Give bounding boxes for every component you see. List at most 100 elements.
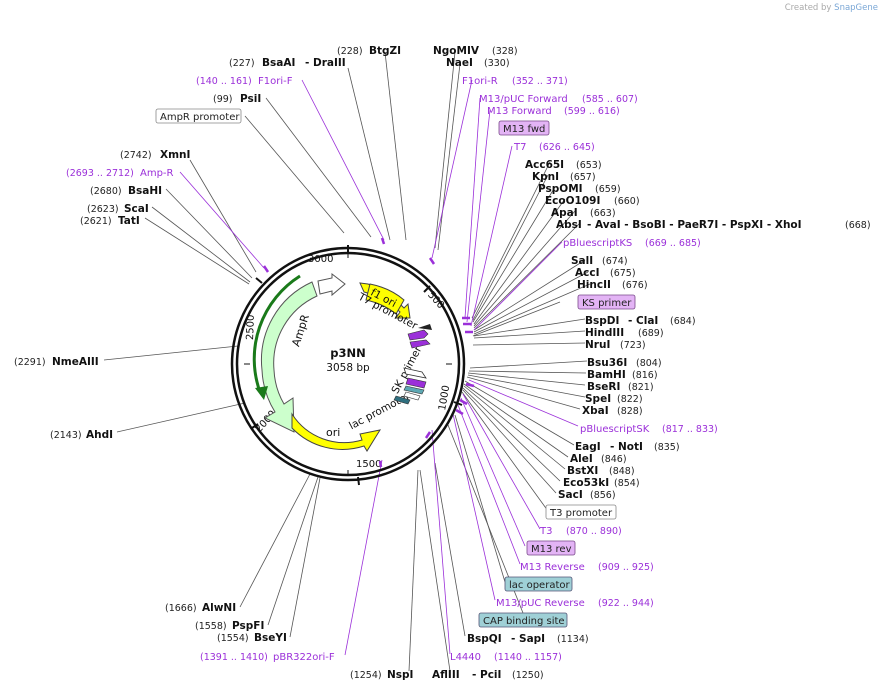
- primer-pbr322ori-f-range: (1391 .. 1410): [200, 652, 268, 663]
- t3-promoter-box: T3 promoter: [545, 504, 617, 520]
- site-pspfi-num: (1558): [195, 621, 227, 632]
- primer-t3: T3: [539, 526, 552, 537]
- primer-f1ori-f: F1ori-F: [258, 76, 293, 87]
- site-acci: AccI: [575, 267, 599, 279]
- ks-primer-box: KS primer: [577, 294, 636, 310]
- site-bseri: BseRI: [587, 381, 620, 393]
- primer-amp-r-range: (2693 .. 2712): [66, 168, 134, 179]
- site-bspdi: BspDI: [585, 315, 619, 327]
- ori-label: ori: [326, 426, 340, 439]
- primer-amp-r: Amp-R: [140, 168, 174, 179]
- m13-fwd-box: M13 fwd: [498, 120, 550, 136]
- primer-pbluescriptks-range: (669 .. 685): [645, 238, 701, 249]
- site-acci-num: (675): [610, 268, 636, 279]
- site-xbai-num: (828): [617, 406, 643, 417]
- site-bamhi: BamHI: [587, 369, 626, 381]
- lac-promoter-label: lac promoter: [347, 390, 413, 432]
- site-ecoo109i: EcoO109I: [545, 195, 600, 207]
- site-xmni: XmnI: [160, 149, 190, 161]
- site-bseyi-num: (1554): [217, 633, 249, 644]
- site-psii-num: (99): [213, 94, 233, 105]
- ring-minor-ticks: [244, 253, 452, 475]
- site-spei-num: (822): [617, 394, 643, 405]
- primer-f1ori-f-range: (140 .. 161): [196, 76, 252, 87]
- site-eco53ki-num: (854): [614, 478, 640, 489]
- ampr-dark-arrowhead: [255, 386, 268, 400]
- site-sapi: - SapI: [511, 633, 545, 645]
- site-leader-lines: [103, 51, 591, 672]
- tick-label-1000: 1000: [437, 384, 452, 411]
- site-bsu36i: Bsu36I: [587, 357, 627, 369]
- site-ngomiv-num: (328): [492, 46, 518, 57]
- ampr-dark-band: [252, 274, 301, 393]
- ampr-promoter-label: AmpR promoter: [160, 112, 240, 123]
- mcs-feature-arrows: [393, 324, 432, 405]
- m13-rev-label: M13 rev: [531, 544, 572, 555]
- primer-m13-reverse: M13 Reverse: [520, 562, 585, 573]
- ori-arrow: [291, 412, 382, 452]
- site-pcii: - PciI: [472, 669, 501, 681]
- site-bstxi: BstXI: [567, 465, 598, 477]
- site-ecoo109i-num: (660): [614, 196, 640, 207]
- site-hincii-num: (676): [622, 280, 648, 291]
- primer-t7-range: (626 .. 645): [539, 142, 595, 153]
- site-nmeaiii-num: (2291): [14, 357, 46, 368]
- plasmid-name: p3NN: [330, 346, 365, 360]
- site-spei: SpeI: [585, 393, 611, 405]
- site-ngomiv: NgoMIV: [433, 45, 480, 57]
- site-nrui: NruI: [585, 339, 610, 351]
- f1-ori-body: [365, 283, 405, 315]
- primer-l4440: L4440: [450, 652, 481, 663]
- m13-rev-box: M13 rev: [526, 540, 576, 556]
- credit-brand: SnapGene: [834, 3, 878, 13]
- primer-pbluescriptsk: pBluescriptSK: [580, 424, 650, 435]
- site-nmeaiii: NmeAIII: [52, 356, 99, 368]
- site-bamhi-num: (816): [632, 370, 658, 381]
- site-apai-num: (663): [590, 208, 616, 219]
- primer-m13-reverse-range: (909 .. 925): [598, 562, 654, 573]
- site-bsu36i-num: (804): [636, 358, 662, 369]
- site-acc65i-num: (653): [576, 160, 602, 171]
- site-absi: AbsI: [556, 219, 582, 231]
- site-alei: AleI: [570, 453, 593, 465]
- tick-label-2500: 2500: [245, 314, 257, 340]
- site-clai: - ClaI: [628, 315, 658, 327]
- site-eagi-num: (835): [654, 442, 680, 453]
- site-scai-num: (2623): [87, 204, 119, 215]
- lac-operator-label: lac operator: [509, 580, 570, 591]
- credit-prefix: Created by: [784, 3, 832, 13]
- site-nspi-num: (1254): [350, 670, 382, 681]
- lac-operator-box: lac operator: [504, 576, 573, 592]
- tick-label-3000: 3000: [308, 254, 333, 265]
- primer-m13-puc-reverse: M13/pUC Reverse: [496, 598, 585, 609]
- site-hindiii: HindIII: [585, 327, 624, 339]
- site-eco53ki: Eco53kI: [563, 477, 609, 489]
- site-kpni-num: (657): [570, 172, 596, 183]
- site-naei-num: (330): [484, 58, 510, 69]
- site-btgzi-num: (228): [337, 46, 363, 57]
- site-draiii: - DraIII: [305, 57, 346, 69]
- primer-t7: T7: [513, 142, 526, 153]
- site-saci: SacI: [558, 489, 583, 501]
- site-xbai: XbaI: [582, 405, 609, 417]
- site-saci-num: (856): [590, 490, 616, 501]
- site-ahdi: AhdI: [86, 429, 113, 441]
- primer-pbluescriptsk-range: (817 .. 833): [662, 424, 718, 435]
- site-sali: SalI: [571, 255, 593, 267]
- primer-m13-forward-range: (599 .. 616): [564, 106, 620, 117]
- site-acc65i: Acc65I: [525, 159, 564, 171]
- ampr-promoter-arrow: [317, 272, 346, 297]
- site-psii: PsiI: [240, 93, 261, 105]
- t3-promoter-label: T3 promoter: [549, 508, 613, 519]
- cap-binding-site-label: CAP binding site: [483, 616, 565, 627]
- ampr-arrow: [260, 281, 318, 433]
- site-bstxi-num: (848): [609, 466, 635, 477]
- primer-f1ori-r-range: (352 .. 371): [512, 76, 568, 87]
- site-naei: NaeI: [446, 57, 473, 69]
- primer-m13-puc-forward: M13/pUC Forward: [479, 94, 568, 105]
- site-scai: ScaI: [124, 203, 149, 215]
- ring-major-ticks: [251, 245, 463, 486]
- site-nrui-num: (723): [620, 340, 646, 351]
- ks-primer-label: KS primer: [582, 298, 632, 309]
